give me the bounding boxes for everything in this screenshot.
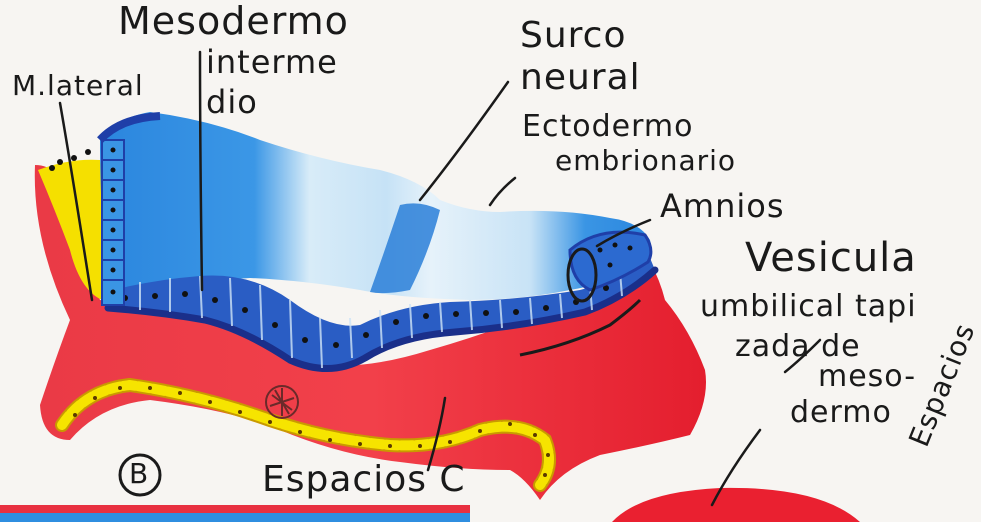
label-vesicula-line3: zada de <box>735 332 861 362</box>
label-ectodermo-line1: Ectodermo <box>522 112 693 142</box>
label-figure-letter: B <box>129 460 149 488</box>
label-vesicula-line2: umbilical tapi <box>700 292 917 322</box>
label-mesodermo-line1: Mesodermo <box>118 2 349 40</box>
label-m-lateral: M.lateral <box>12 72 144 100</box>
label-amnios: Amnios <box>660 190 784 222</box>
label-surco-line2: neural <box>520 60 641 96</box>
label-mesodermo-line2: interme <box>206 46 338 78</box>
label-vesicula-line1: Vesicula <box>745 238 917 278</box>
left-cell-column <box>102 140 124 305</box>
label-mesodermo-line3: dio <box>206 86 258 118</box>
label-vesicula-line4: meso- <box>818 362 916 392</box>
label-surco-line1: Surco <box>520 18 627 54</box>
label-ectodermo-line2: embrionario <box>555 147 736 175</box>
vesicle-bulge <box>612 488 860 522</box>
label-espacios-c: Espacios C <box>262 462 466 498</box>
bottom-strip-blue <box>0 512 470 522</box>
label-vesicula-line5: dermo <box>790 398 892 428</box>
bottom-strip-red <box>0 505 470 513</box>
